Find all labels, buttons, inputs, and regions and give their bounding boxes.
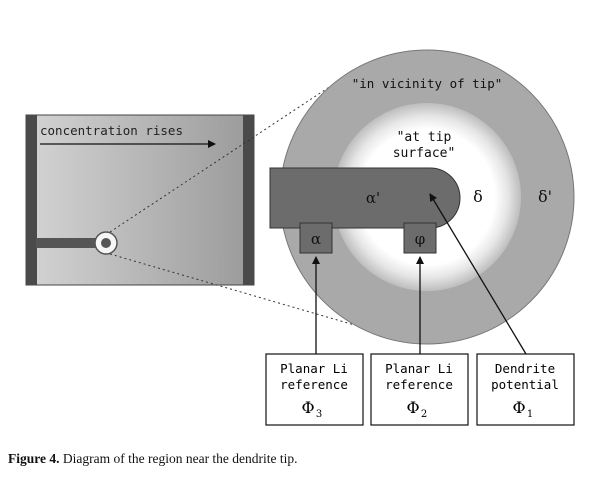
caption-text: Diagram of the region near the dendrite … [62, 451, 298, 466]
alpha-prime-label: α' [366, 189, 380, 207]
inner-zone-label-line2: surface" [393, 146, 456, 161]
label-box-planar-ref-3: Planar Li reference Φ 3 [265, 353, 364, 426]
outer-zone-label: "in vicinity of tip" [352, 76, 503, 91]
box3-subscript: 1 [527, 409, 533, 420]
box3-line1: Dendrite [495, 361, 555, 376]
phi-reference-square [403, 222, 437, 254]
phi-label: φ [415, 230, 426, 248]
delta-prime-label: δ' [538, 187, 552, 206]
box3-line2: potential [491, 377, 559, 392]
box2-line1: Planar Li [385, 361, 453, 376]
electrolyte-gradient-box [25, 114, 255, 286]
magnified-region: "in vicinity of tip" "at tip surface" α'… [269, 49, 575, 345]
right-electrode [243, 115, 254, 285]
left-electrode [26, 115, 37, 285]
box1-line2: reference [280, 377, 348, 392]
svg-text:Φ: Φ [512, 398, 525, 417]
box2-symbol: Φ [406, 398, 419, 417]
concentration-label: concentration rises [40, 123, 183, 138]
figure-caption: Figure 4. Diagram of the region near the… [8, 451, 588, 467]
label-box-dendrite-potential: Dendrite potential Φ 1 [476, 353, 575, 426]
svg-text:Φ: Φ [406, 398, 419, 417]
svg-text:Φ: Φ [301, 398, 314, 417]
box3-symbol: Φ [512, 398, 525, 417]
arrow-to-dendrite-tip [429, 193, 527, 355]
inner-zone-label-line1: "at tip [397, 130, 452, 145]
small-dendrite [36, 238, 106, 248]
box2-line2: reference [385, 377, 453, 392]
label-box-planar-ref-2: Planar Li reference Φ 2 [370, 353, 469, 426]
left-panel: concentration rises [25, 114, 255, 286]
alpha-label: α [311, 230, 321, 248]
box2-subscript: 2 [421, 409, 427, 420]
delta-label: δ [473, 187, 483, 206]
caption-label: Figure 4. [8, 451, 60, 466]
box1-line1: Planar Li [280, 361, 348, 376]
alpha-reference-square [299, 222, 333, 254]
box1-subscript: 3 [316, 409, 322, 420]
box1-symbol: Φ [301, 398, 314, 417]
zoom-line-top [109, 71, 353, 233]
zoom-line-bottom [109, 253, 359, 327]
